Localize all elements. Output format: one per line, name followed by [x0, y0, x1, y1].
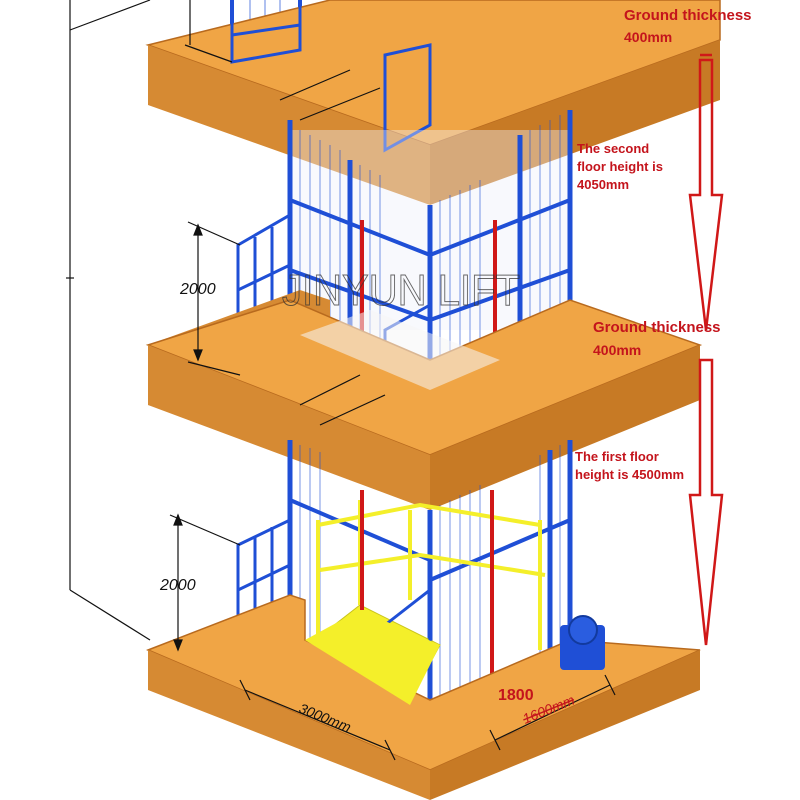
ground-thickness-top-line1: Ground thickness [624, 7, 752, 24]
fence-height-upper-label: 2000 [179, 281, 216, 298]
top-floor [145, 0, 721, 205]
ground-thickness-top-line2: 400mm [624, 29, 672, 45]
middle-floor [145, 290, 703, 510]
platform-length-dimension [239, 679, 396, 761]
motor-icon [560, 615, 605, 670]
first-floor-height-line1: The first floor [575, 449, 659, 464]
overall-height-dimension [66, 0, 151, 641]
ground-thickness-mid-line2: 400mm [593, 342, 641, 358]
second-floor-height-line3: 4050mm [577, 177, 629, 192]
fence-height-lower-label: 2000 [159, 577, 196, 594]
ground-thickness-mid-line1: Ground thickness [593, 319, 721, 336]
fence-dimension-upper [187, 221, 241, 376]
ground-floor [146, 594, 701, 800]
platform-width-dimension [489, 674, 616, 751]
floor-height-arrows [688, 53, 724, 646]
second-floor-height-line1: The second [577, 141, 649, 156]
second-floor-height-line2: floor height is [577, 159, 663, 174]
watermark: JINYUN LIFT [282, 266, 520, 315]
platform-width-new: 1800 [498, 687, 534, 704]
shaft-upper [236, 110, 573, 428]
fence-dimension-lower [169, 513, 241, 652]
first-floor-height-line2: height is 4500mm [575, 467, 684, 482]
